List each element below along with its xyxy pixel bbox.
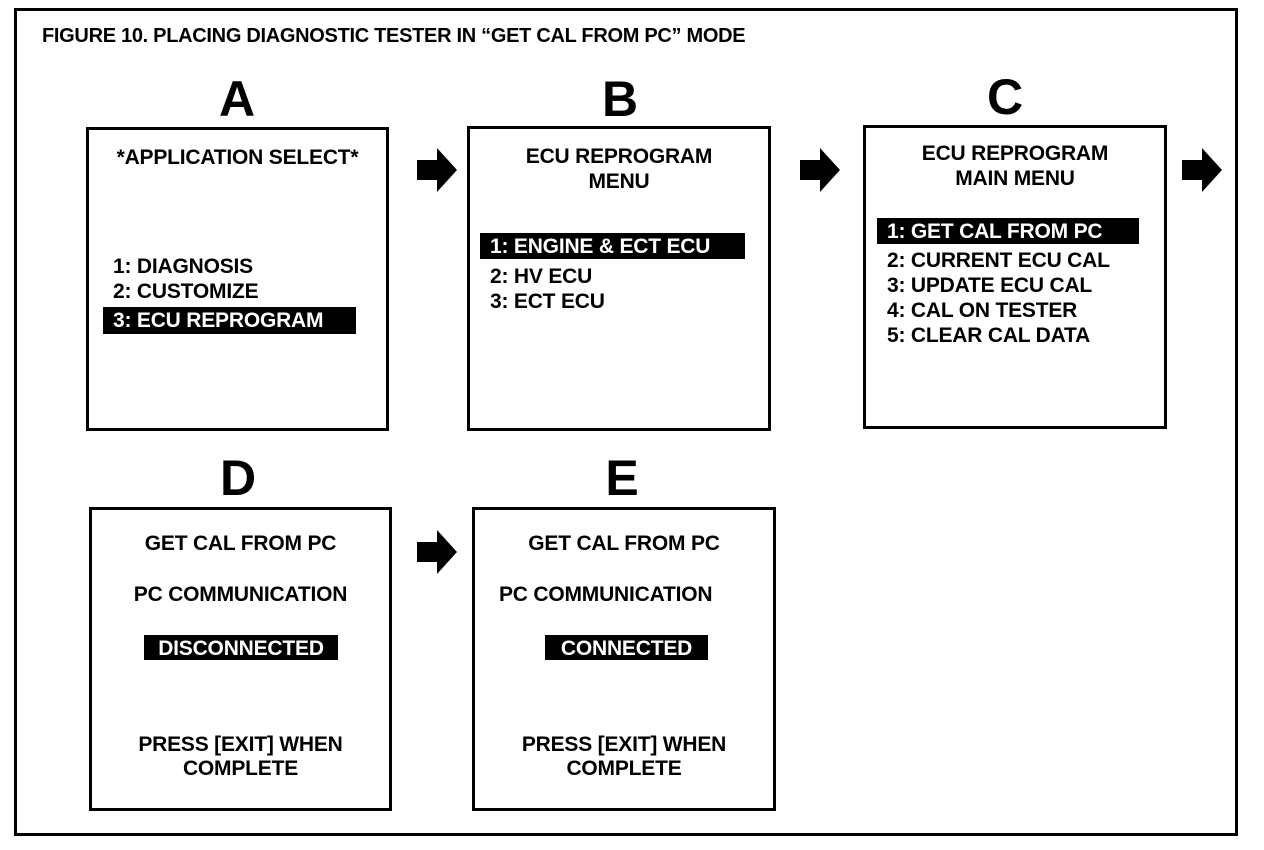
panel-c-header-line1: ECU REPROGRAM [921,142,1109,165]
panel-e-letter: E [605,450,639,506]
panel-d-line1: GET CAL FROM PC [144,532,337,555]
panel-a-item-3-selected: 3: ECU REPROGRAM [103,307,356,334]
panel-d-status: DISCONNECTED [158,637,324,660]
panel-c-item-1-selected: 1: GET CAL FROM PC [877,218,1139,244]
panel-c-header-line2: MAIN MENU [955,167,1075,190]
panel-d-letter: D [219,450,257,506]
panel-b-item-3: 3: ECT ECU [490,290,605,313]
panel-c-item-2: 2: CURRENT ECU CAL [887,249,1110,272]
figure-frame [14,8,1238,836]
panel-b-item-1-selected: 1: ENGINE & ECT ECU [480,233,745,259]
figure-title: FIGURE 10. PLACING DIAGNOSTIC TESTER IN … [42,25,746,47]
panel-b-header-line2: MENU [588,170,650,193]
panel-e-status: CONNECTED [560,637,693,660]
arrow-right-icon [800,148,840,192]
panel-a-item-2: 2: CUSTOMIZE [113,280,259,303]
panel-d-line2: PC COMMUNICATION [133,583,348,606]
panel-e-status-badge: CONNECTED [545,635,708,660]
panel-a-item-3: 3: ECU REPROGRAM [113,309,324,332]
panel-c-item-1: 1: GET CAL FROM PC [887,220,1103,243]
panel-d-screen: GET CAL FROM PC PC COMMUNICATION DISCONN… [89,507,392,811]
panel-c-item-4: 4: CAL ON TESTER [887,299,1078,322]
panel-b-item-1: 1: ENGINE & ECT ECU [490,235,711,258]
panel-c-item-5: 5: CLEAR CAL DATA [887,324,1091,347]
arrow-right-icon [1182,148,1222,192]
panel-a-screen: *APPLICATION SELECT* 1: DIAGNOSIS 2: CUS… [86,127,389,431]
panel-d-status-badge: DISCONNECTED [144,635,338,660]
panel-e-footer-line1: PRESS [EXIT] WHEN [521,733,727,756]
panel-c-letter: C [986,69,1024,125]
panel-e-screen: GET CAL FROM PC PC COMMUNICATION CONNECT… [472,507,776,811]
panel-c-item-3: 3: UPDATE ECU CAL [887,274,1093,297]
panel-e-line2: PC COMMUNICATION [499,583,713,606]
arrow-right-icon [417,148,457,192]
panel-a-item-1: 1: DIAGNOSIS [113,255,253,278]
panel-b-header-line1: ECU REPROGRAM [525,145,713,168]
panel-d-footer-line1: PRESS [EXIT] WHEN [138,733,343,756]
panel-e-line1: GET CAL FROM PC [528,532,720,555]
panel-b-item-2: 2: HV ECU [490,265,593,288]
panel-a-header: *APPLICATION SELECT* [116,146,359,169]
panel-e-footer-line2: COMPLETE [566,757,682,780]
panel-b-letter: B [601,71,639,127]
arrow-right-icon [417,530,457,574]
panel-d-footer-line2: COMPLETE [182,757,299,780]
panel-b-screen: ECU REPROGRAM MENU 1: ENGINE & ECT ECU 2… [467,126,771,431]
panel-c-screen: ECU REPROGRAM MAIN MENU 1: GET CAL FROM … [863,125,1167,429]
panel-a-letter: A [218,71,256,127]
